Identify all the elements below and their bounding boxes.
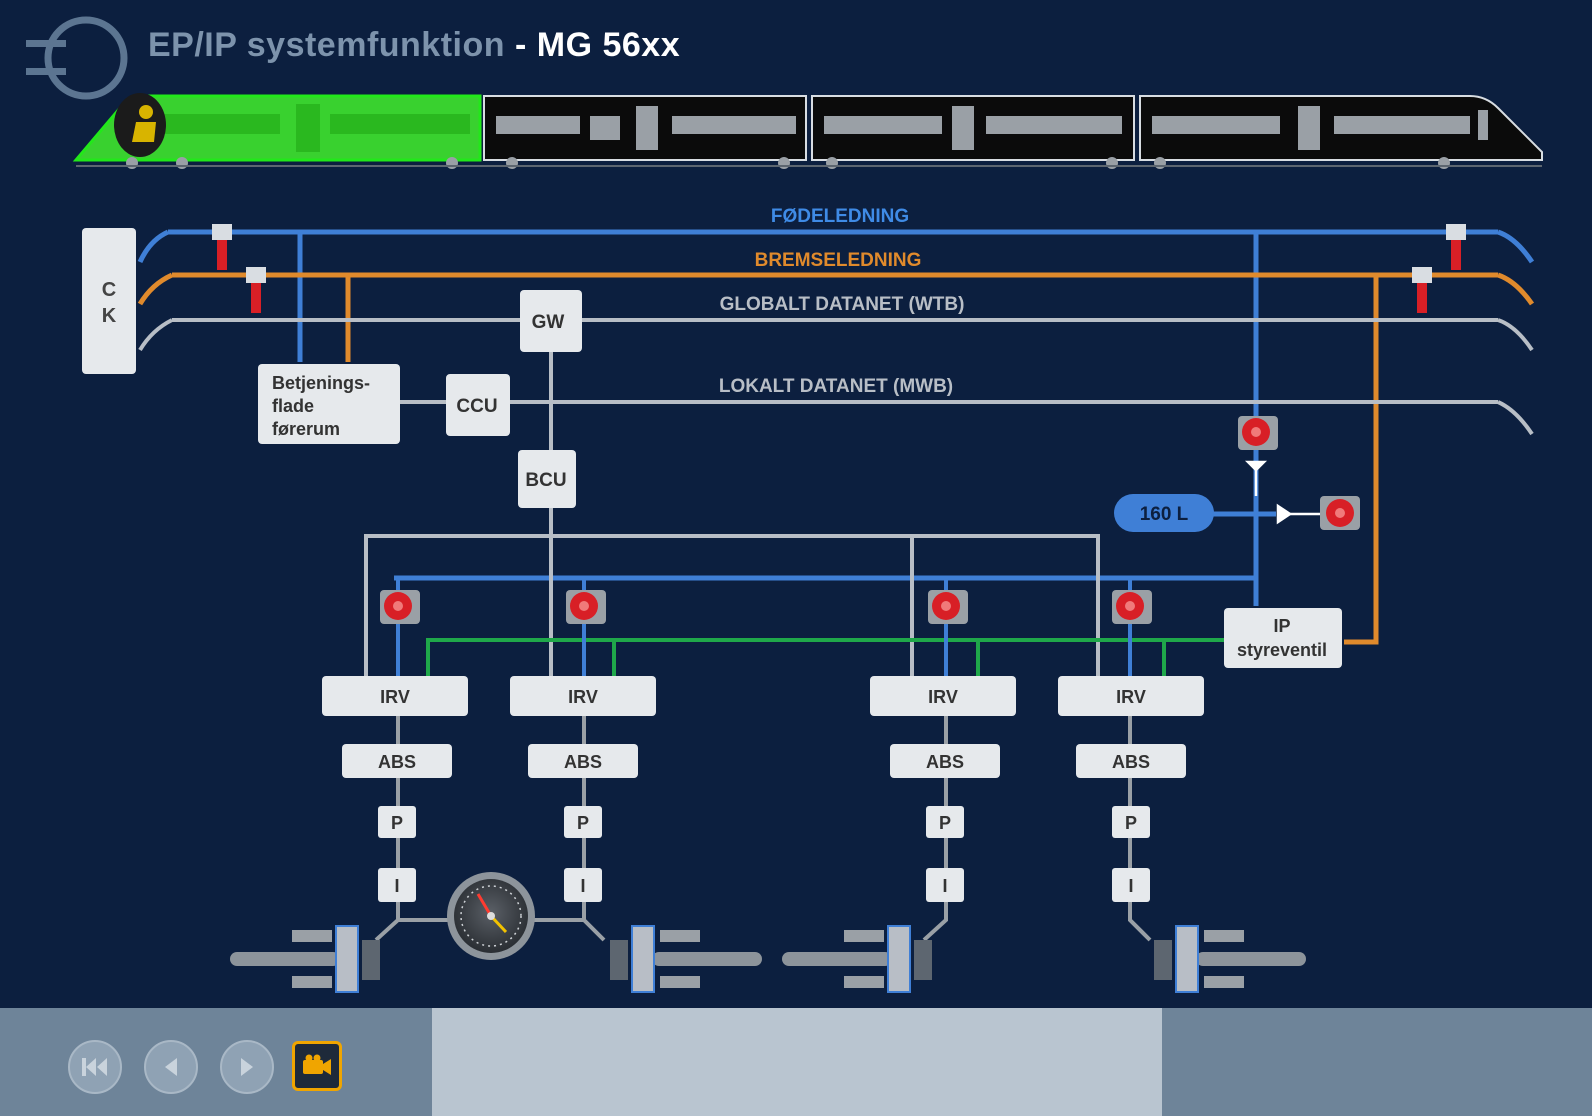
- i-label: I: [580, 876, 585, 896]
- bcu-box: BCU: [518, 450, 576, 508]
- brake-column-1: IRV ABS P I: [322, 676, 468, 902]
- video-camera-icon: [303, 1054, 331, 1075]
- abs-label: ABS: [1112, 752, 1150, 772]
- brake-cylinder-icon: [230, 925, 1306, 993]
- page-title: EP/IP systemfunktion - MG 56xx: [148, 26, 680, 65]
- skip-to-start-icon: [82, 1058, 107, 1076]
- train-car-4-icon: [1139, 95, 1543, 169]
- branch-feed-lines: [396, 578, 1132, 676]
- i-label: I: [942, 876, 947, 896]
- gateway-label: GW: [532, 312, 565, 333]
- brake-column-3: IRV ABS P I: [870, 676, 1016, 902]
- data-net-lines: [138, 318, 1534, 676]
- title-train-model: - MG 56xx: [505, 26, 681, 64]
- ccu-box: CCU: [446, 374, 510, 436]
- next-button[interactable]: [220, 1040, 274, 1094]
- train-car-2-icon: [483, 95, 807, 169]
- ip-control-valve-box: IP styreventil: [1224, 608, 1342, 668]
- abs-label: ABS: [926, 752, 964, 772]
- air-tank: 160 L: [1114, 494, 1214, 532]
- brake-system-diagram: FØDELEDNING BREMSELEDNING GLOBALT DATANE…: [26, 16, 1543, 993]
- previous-icon: [165, 1058, 177, 1076]
- irv-label: IRV: [568, 687, 598, 707]
- irv-label: IRV: [928, 687, 958, 707]
- p-label: P: [939, 813, 951, 833]
- ck-box: C K: [82, 228, 136, 374]
- video-button[interactable]: [292, 1041, 342, 1091]
- title-system-function: EP/IP systemfunktion: [148, 26, 506, 64]
- pressure-gauge-icon: [447, 872, 535, 960]
- train-car-1-highlighted-icon: [72, 93, 482, 169]
- operator-panel-box: Betjenings- flade førerum: [258, 364, 400, 444]
- operator-panel-label-2: flade: [272, 396, 314, 416]
- abs-label: ABS: [378, 752, 416, 772]
- p-label: P: [577, 813, 589, 833]
- next-icon: [241, 1058, 253, 1076]
- ck-label-c: C: [102, 279, 116, 301]
- train-illustration: [72, 93, 1543, 169]
- ip-valve-label-1: IP: [1273, 616, 1290, 636]
- check-valve-icon: [1244, 460, 1320, 525]
- i-label: I: [394, 876, 399, 896]
- irv-label: IRV: [1116, 687, 1146, 707]
- ip-valve-label-2: styreventil: [1237, 640, 1327, 660]
- bcu-label: BCU: [525, 470, 566, 491]
- i-label: I: [1128, 876, 1133, 896]
- previous-button[interactable]: [144, 1040, 198, 1094]
- player-control-bar: [0, 1008, 1592, 1116]
- gateway-box: GW: [520, 290, 582, 352]
- irv-label: IRV: [380, 687, 410, 707]
- operator-panel-label-1: Betjenings-: [272, 373, 370, 393]
- skip-to-start-button[interactable]: [68, 1040, 122, 1094]
- p-label: P: [1125, 813, 1137, 833]
- plug-logo-icon: [26, 16, 128, 100]
- p-label: P: [391, 813, 403, 833]
- abs-label: ABS: [564, 752, 602, 772]
- ccu-label: CCU: [456, 396, 497, 417]
- caption-panel: [432, 1008, 1162, 1116]
- operator-panel-label-3: førerum: [272, 419, 340, 439]
- control-green-line: [426, 638, 1224, 676]
- ck-label-k: K: [102, 305, 117, 327]
- cylinder-pipes: [374, 716, 1152, 942]
- feed-pipe-label: FØDELEDNING: [771, 206, 909, 227]
- end-cock-valve-icon: [212, 224, 1466, 313]
- global-datanet-label: GLOBALT DATANET (WTB): [720, 294, 965, 315]
- brake-pipe-label: BREMSELEDNING: [755, 250, 922, 271]
- feed-pipe-line: [137, 229, 1535, 606]
- brake-column-2: IRV ABS P I: [510, 676, 656, 902]
- air-tank-label: 160 L: [1140, 504, 1189, 525]
- local-datanet-label: LOKALT DATANET (MWB): [719, 376, 953, 397]
- brake-pipe-line: [137, 272, 1535, 645]
- brake-column-4: IRV ABS P I: [1058, 676, 1204, 902]
- train-car-3-icon: [811, 95, 1135, 169]
- solenoid-valve-icon: [380, 416, 1360, 624]
